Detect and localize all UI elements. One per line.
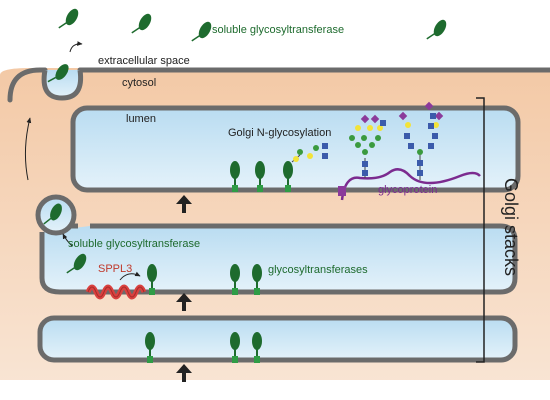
up-arrow-icon — [176, 293, 192, 311]
glycosyltransferase-icon — [58, 5, 82, 35]
label-soluble-mid: soluble glycosyltransferase — [68, 238, 200, 250]
glycoprotein-chain — [338, 168, 481, 201]
up-arrow-icon — [176, 195, 192, 213]
glycosyltransferase-icon — [426, 16, 450, 46]
label-extracellular: extracellular space — [98, 55, 190, 67]
label-lumen: lumen — [126, 113, 156, 125]
glycosyltransferase-icon — [131, 10, 155, 40]
golgi-cisterna-middle — [39, 223, 518, 295]
label-glycosyltransferases: glycosyltransferases — [268, 264, 368, 276]
golgi-cisterna-bottom — [37, 315, 518, 363]
golgi-cisterna-top — [70, 105, 521, 193]
budding-vesicle — [35, 194, 77, 236]
label-glycoprotein: glycoprotein — [378, 184, 437, 196]
golgi-stacks-bracket — [476, 97, 485, 363]
label-sppl3: SPPL3 — [98, 263, 132, 275]
cleavage-arrow — [119, 271, 141, 281]
fusing-vesicle — [41, 60, 84, 101]
n-glycans — [291, 101, 444, 180]
label-golgi-stacks: Golgi stacks — [501, 178, 521, 276]
release-arrow — [62, 233, 73, 247]
label-cytosol: cytosol — [122, 77, 156, 89]
plasma-membrane — [7, 67, 550, 103]
glycosyltransferase-icon — [191, 18, 215, 48]
label-soluble-top: soluble glycosyltransferase — [212, 24, 344, 36]
transport-arrow-up — [24, 117, 32, 181]
sppl3-helix-icon — [85, 284, 147, 300]
label-golgi-nglyc: Golgi N-glycosylation — [228, 127, 331, 139]
secretion-arrow-exit — [69, 41, 83, 53]
up-arrow-icon — [176, 364, 192, 382]
